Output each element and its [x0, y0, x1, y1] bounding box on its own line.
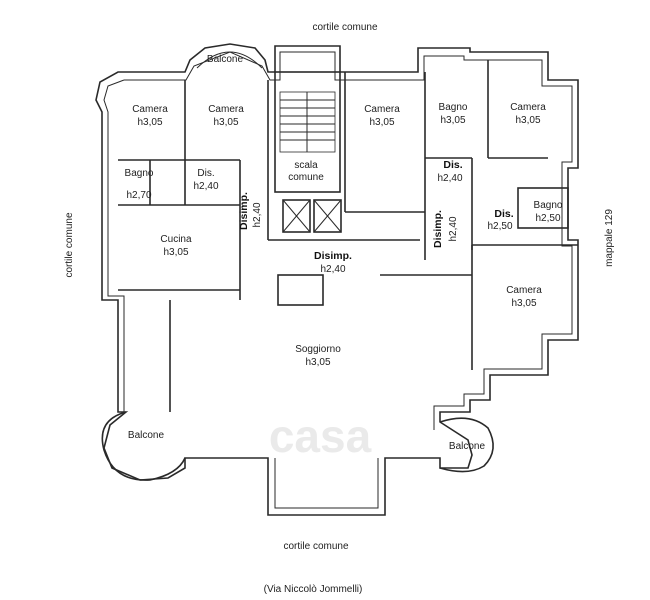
label-balcone-right: Balcone: [449, 441, 486, 452]
stairs: [279, 91, 336, 153]
outer-wall: [95, 43, 579, 516]
room-camera5-name: Camera: [506, 285, 542, 296]
room-dis3-height: h2,50: [487, 221, 512, 232]
balcone-top-rail: [196, 51, 263, 69]
room-dis1-name: Dis.: [197, 168, 214, 179]
room-camera5-height: h3,05: [511, 298, 536, 309]
balcone-left-rail: [101, 411, 186, 481]
room-dis1-height: h2,40: [193, 181, 218, 192]
label-street: (Via Niccolò Jommelli): [264, 584, 363, 595]
label-balcone-left: Balcone: [128, 430, 165, 441]
room-soggiorno-name: Soggiorno: [295, 344, 341, 355]
room-disimp-c-height: h2,40: [320, 264, 345, 275]
room-bagno2-name: Bagno: [125, 168, 154, 179]
room-bagno1-height: h3,05: [440, 115, 465, 126]
room-dis3-name: Dis.: [494, 208, 513, 220]
room-disimp-v2-height: h2,40: [448, 216, 459, 241]
room-disimp-v1-name: Disimp.: [238, 192, 250, 230]
label-scala-2: comune: [288, 172, 324, 183]
room-bagno2-height: h2,70: [126, 190, 151, 201]
landing: [277, 274, 324, 306]
room-soggiorno-height: h3,05: [305, 357, 330, 368]
label-balcone-top: Balcone: [207, 54, 244, 65]
label-scala-1: scala: [294, 160, 318, 171]
interior-walls: [118, 60, 578, 412]
label-cortile-left: cortile comune: [64, 212, 75, 277]
room-camera2-name: Camera: [208, 104, 244, 115]
room-camera3-name: Camera: [364, 104, 400, 115]
label-cortile-bottom: cortile comune: [283, 541, 348, 552]
room-disimp-v2-name: Disimp.: [432, 210, 444, 248]
room-disimp-c-name: Disimp.: [314, 250, 352, 262]
watermark: casa: [269, 410, 372, 462]
room-disimp-v1-height: h2,40: [252, 202, 263, 227]
room-camera3-height: h3,05: [369, 117, 394, 128]
room-cucina-name: Cucina: [160, 234, 192, 245]
room-camera4-name: Camera: [510, 102, 546, 113]
room-bagno3-height: h2,50: [535, 213, 560, 224]
room-camera4-height: h3,05: [515, 115, 540, 126]
room-dis2-height: h2,40: [437, 173, 462, 184]
room-bagno1-name: Bagno: [439, 102, 468, 113]
room-bagno3-name: Bagno: [534, 200, 563, 211]
balcone-right-rail: [439, 417, 494, 473]
room-camera1-name: Camera: [132, 104, 168, 115]
room-camera1-height: h3,05: [137, 117, 162, 128]
room-cucina-height: h3,05: [163, 247, 188, 258]
inner-wall: [103, 51, 573, 430]
elevator-shafts: [282, 199, 342, 233]
label-cortile-top: cortile comune: [312, 22, 377, 33]
room-camera2-height: h3,05: [213, 117, 238, 128]
room-dis2-name: Dis.: [443, 159, 462, 171]
label-mappale: mappale 129: [604, 209, 615, 267]
bay-inner: [274, 458, 379, 509]
